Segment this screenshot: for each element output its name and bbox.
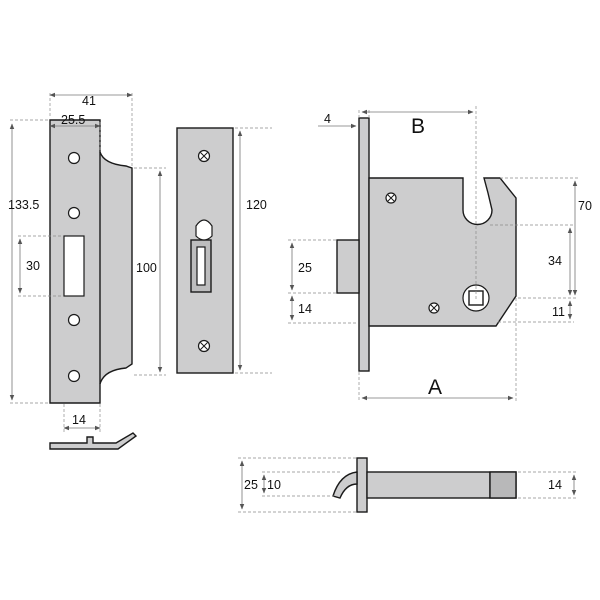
forend-follower — [195, 219, 213, 241]
dim-label-25-5: 25.5 — [61, 113, 85, 127]
strike-screw-hole — [67, 151, 81, 165]
strike-dimensions: 41 25.5 133.5 30 100 14 — [8, 92, 166, 432]
strike-screw-hole — [67, 206, 81, 220]
dim-label-4: 4 — [324, 112, 331, 126]
dim-label-25-side: 25 — [244, 478, 258, 492]
strike-plate-section — [49, 432, 138, 450]
lock-case — [336, 117, 517, 372]
dim-label-11: 11 — [552, 305, 565, 319]
dim-label-34: 34 — [548, 254, 562, 268]
lock-bolt — [336, 239, 360, 294]
forend-plate — [176, 127, 234, 374]
dim-label-B: B — [411, 115, 425, 138]
forend-dimensions: 120 — [235, 127, 272, 374]
dim-label-10-side: 10 — [267, 478, 281, 492]
dim-label-A: A — [428, 376, 442, 399]
side-case-end — [489, 471, 517, 499]
lock-forend-strip — [358, 117, 370, 372]
dim-label-14-bolt: 14 — [298, 302, 312, 316]
dim-label-120: 120 — [246, 198, 267, 212]
dim-label-133-5: 133.5 — [8, 198, 39, 212]
dim-label-100: 100 — [136, 261, 157, 275]
strike-plate — [49, 119, 133, 404]
dim-label-30: 30 — [26, 259, 40, 273]
strike-latch-opening — [63, 235, 85, 297]
strike-screw-hole — [67, 369, 81, 383]
dim-label-25-bolt: 25 — [298, 261, 312, 275]
dim-label-70: 70 — [578, 199, 592, 213]
dim-label-14-side: 14 — [548, 478, 562, 492]
dim-label-41: 41 — [82, 94, 96, 108]
lock-dimensions: 4 B 70 34 11 25 14 A — [288, 106, 592, 402]
strike-plate-body — [49, 119, 133, 404]
side-forend-plate — [356, 457, 368, 513]
lock-side-view — [332, 457, 517, 513]
side-latch-hook — [332, 471, 358, 499]
dim-label-14-strike: 14 — [72, 413, 86, 427]
strike-screw-hole — [67, 313, 81, 327]
side-dimensions: 25 10 14 — [238, 457, 578, 513]
